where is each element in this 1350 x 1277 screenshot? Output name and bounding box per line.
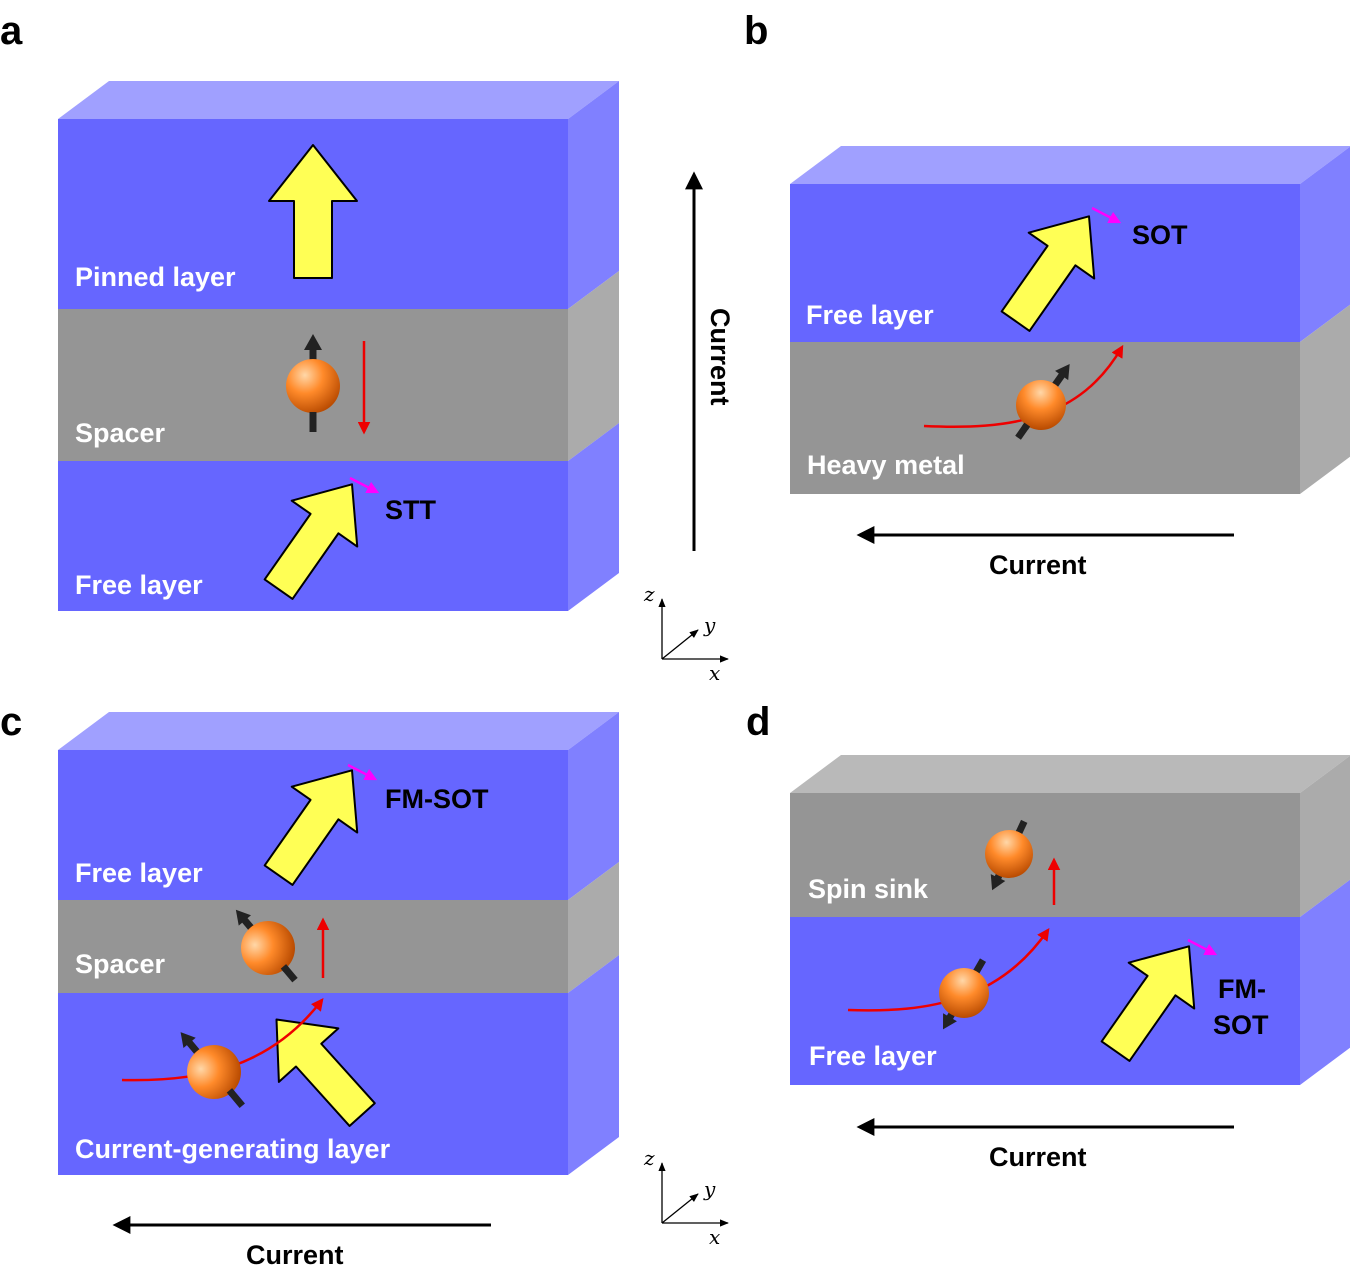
stt-label: STT <box>385 495 437 525</box>
electron-spin-icon <box>180 1032 245 1108</box>
current-generating-layer-label: Current-generating layer <box>75 1134 391 1164</box>
current-indicator-a: Current <box>685 171 735 551</box>
current-label-d: Current <box>989 1142 1087 1172</box>
spacer-label: Spacer <box>75 418 166 448</box>
torque-arrow-icon <box>347 763 378 781</box>
current-generating-layer-side <box>568 955 619 1175</box>
panel-d: d Spin sink Free layer FM- SOT Current <box>746 700 1350 1172</box>
electron-spin-icon <box>286 334 340 432</box>
electron-spin-icon <box>985 819 1033 891</box>
torque-arrow-icon <box>349 476 380 494</box>
magnetization-arrow-icon <box>1100 945 1196 1062</box>
magnetization-arrow-icon <box>275 1018 376 1127</box>
pinned-layer-label: Pinned layer <box>75 262 236 292</box>
free-layer-label: Free layer <box>809 1041 937 1071</box>
axis-z-label: z <box>643 582 655 606</box>
current-label-a: Current <box>705 308 735 406</box>
free-layer-side <box>568 423 619 611</box>
magnetization-arrow-icon <box>263 769 359 886</box>
axis-x-label: x <box>709 661 720 685</box>
free-layer-side <box>1300 146 1350 342</box>
spacer-side <box>568 862 619 993</box>
spacer-label: Spacer <box>75 949 166 979</box>
panel-b: b Free layer Heavy metal SOT Current <box>744 9 1350 580</box>
free-layer-label: Free layer <box>75 570 203 600</box>
spacer-side <box>568 271 619 461</box>
panel-a: a Pinned layer Spacer Free layer STT <box>0 9 619 611</box>
panel-label-c: c <box>0 700 22 744</box>
heavy-metal-side <box>1300 304 1350 494</box>
electron-spin-icon <box>235 909 298 983</box>
panel-label-d: d <box>746 700 770 744</box>
panel-label-b: b <box>744 9 768 53</box>
magnetization-arrow-icon <box>263 483 359 600</box>
electron-spin-icon <box>1015 364 1070 440</box>
spin-sink-label: Spin sink <box>808 874 929 904</box>
sot-label: SOT <box>1132 220 1188 250</box>
axis-z-label: z <box>643 1146 655 1170</box>
torque-arrow-icon <box>1187 938 1218 956</box>
free-layer-label: Free layer <box>75 858 203 888</box>
axis-y-label: y <box>703 613 716 637</box>
fm-sot-label-line1: FM- <box>1218 974 1266 1004</box>
magnetization-arrow-icon <box>268 144 358 279</box>
current-label-b: Current <box>989 550 1087 580</box>
axis-y-label: y <box>703 1177 716 1201</box>
layer-top-face <box>790 146 1350 184</box>
panel-label-a: a <box>0 9 23 53</box>
fm-sot-label: FM-SOT <box>385 784 489 814</box>
layer-top-face <box>58 712 619 750</box>
axis-x-label: x <box>709 1225 720 1249</box>
spin-sink-side <box>1300 755 1350 917</box>
free-layer-label: Free layer <box>806 300 934 330</box>
pinned-layer-side <box>568 81 619 309</box>
torque-arrow-icon <box>1091 206 1122 224</box>
axis-triad-icon: z y x <box>643 1146 729 1249</box>
panel-c: c Free layer Spacer Current-generating l… <box>0 700 619 1270</box>
layer-top-face <box>58 81 619 119</box>
free-layer-side <box>568 712 619 900</box>
fm-sot-label-line2: SOT <box>1213 1010 1269 1040</box>
spin-sink-layer <box>790 793 1300 917</box>
free-layer-side <box>1300 879 1350 1085</box>
axis-triad-icon: z y x <box>643 582 729 685</box>
spacer-layer <box>58 900 568 993</box>
layer-top-face <box>790 755 1350 793</box>
heavy-metal-label: Heavy metal <box>807 450 965 480</box>
electron-spin-icon <box>939 958 989 1030</box>
magnetization-arrow-icon <box>1000 215 1096 332</box>
current-label-c: Current <box>246 1240 344 1270</box>
